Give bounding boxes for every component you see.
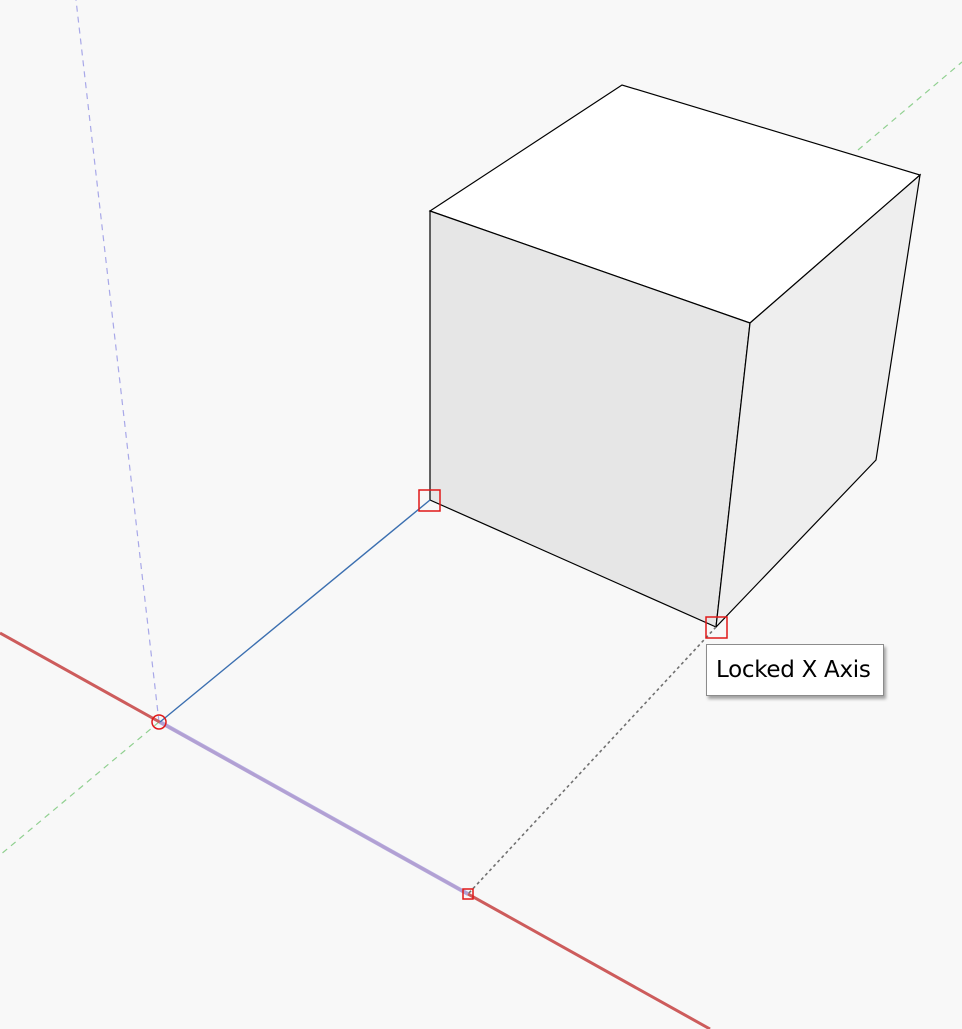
inference-tooltip: Locked X Axis (706, 644, 884, 696)
on-axis-snap-square-icon (462, 888, 474, 900)
drawn-edge-line[interactable] (159, 499, 431, 723)
x-axis-inference-highlight (159, 720, 469, 896)
inference-dotted-line (467, 626, 717, 895)
box-side-face[interactable] (715, 173, 921, 629)
y-axis-guide-lower (0, 721, 160, 856)
origin-snap-circle-icon (151, 714, 167, 730)
endpoint-snap-square-icon-cursor (705, 616, 728, 639)
endpoint-snap-square-icon (418, 489, 441, 512)
y-axis-guide-upper (857, 61, 962, 151)
z-axis-guide (75, 0, 160, 723)
